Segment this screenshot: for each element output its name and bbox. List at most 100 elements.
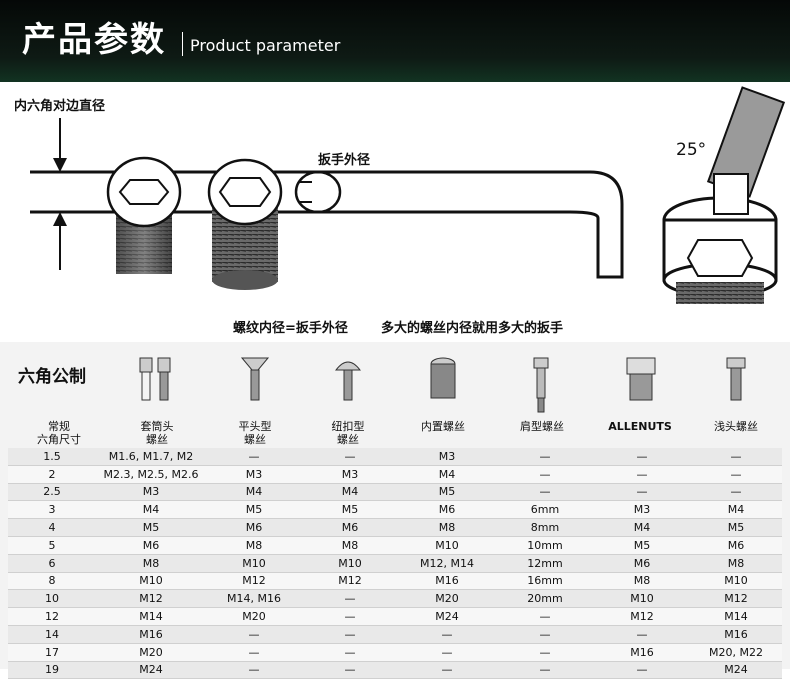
table-cell: — [594,661,690,679]
table-cell: M4 [206,483,302,502]
set-screw-icon [430,357,456,399]
table-cell: M10 [302,554,398,573]
table-cell: M8 [96,554,206,573]
metric-hex-spec-section: 六角公制 常规六角尺寸 套筒头螺丝 平头型螺丝 纽扣型螺丝 内置螺丝 肩型螺丝 … [0,342,790,679]
table-cell: M14 [690,607,782,626]
table-cell: — [496,465,594,484]
inner-hex-label: 内六角对边直径 [14,99,106,114]
table-cell: M6 [594,554,690,573]
table-cell: M12 [206,572,302,591]
table-cell: M10 [594,589,690,609]
table-cell: M14, M16 [206,589,302,609]
table-cell: — [690,465,782,484]
table-cell: — [206,661,302,679]
table-cell: — [398,625,496,644]
table-cell: M10 [206,554,302,573]
caption-thread-equals: 螺纹内径=扳手外径 [233,321,348,336]
socket-angle-illustration [662,86,786,304]
table-cell: M5 [594,536,690,555]
table-cell: — [302,607,398,626]
table-cell: — [206,643,302,662]
table-cell: 5 [8,536,96,555]
table-cell: M12 [594,607,690,626]
table-cell: M1.6, M1.7, M2 [96,448,206,466]
table-cell: M3 [206,465,302,484]
table-cell: M4 [302,483,398,502]
table-cell: M8 [398,518,496,537]
table-cell: 19 [8,661,96,679]
table-cell: M3 [302,465,398,484]
table-cell: — [496,483,594,502]
table-cell: — [594,448,690,466]
table-cell: 16mm [496,572,594,591]
col-head-low-head: 浅头螺丝 [714,420,758,433]
diagram-illustration [30,86,786,304]
table-cell: M5 [690,518,782,537]
table-cell: M4 [96,500,206,520]
button-head-screw-icon [334,361,362,401]
table-cell: M5 [302,500,398,520]
table-cell: M20 [206,607,302,626]
table-cell: — [496,607,594,626]
table-cell: — [398,661,496,679]
section-title: 六角公制 [18,367,86,387]
table-cell: M3 [398,448,496,466]
table-cell: 8 [8,572,96,591]
table-cell: M24 [398,607,496,626]
table-cell: 20mm [496,589,594,609]
table-cell: M2.3, M2.5, M2.6 [96,465,206,484]
table-cell: 17 [8,643,96,662]
shoulder-screw-icon [533,357,549,413]
table-cell: M8 [594,572,690,591]
caption-size-rule: 多大的螺丝内径就用多大的扳手 [381,321,564,336]
header-divider [182,32,183,56]
table-cell: 14 [8,625,96,644]
flat-head-screw-icon [240,357,270,401]
table-cell: M8 [690,554,782,573]
table-cell: 8mm [496,518,594,537]
table-cell: — [496,448,594,466]
col-head-allenuts: ALLENUTS [608,420,672,433]
table-cell: — [496,625,594,644]
page-subtitle: Product parameter [190,36,341,55]
col-head-button-head: 纽扣型螺丝 [331,420,365,446]
table-cell: — [594,465,690,484]
table-cell: M10 [398,536,496,555]
table-cell: M4 [594,518,690,537]
table-cell: M16 [594,643,690,662]
socket-cap-screw-icon [139,357,171,401]
col-head-shoulder: 肩型螺丝 [520,420,564,433]
table-cell: M14 [96,607,206,626]
table-cell: — [302,589,398,609]
table-cell: M12, M14 [398,554,496,573]
table-cell: 2 [8,465,96,484]
table-cell: M20, M22 [690,643,782,662]
low-head-screw-icon [726,357,746,401]
table-cell: M5 [398,483,496,502]
table-cell: M4 [690,500,782,520]
table-cell: — [496,661,594,679]
table-cell: 12mm [496,554,594,573]
table-cell: — [594,625,690,644]
table-cell: M6 [690,536,782,555]
table-cell: M16 [690,625,782,644]
table-cell: M24 [96,661,206,679]
table-cell: M6 [302,518,398,537]
table-cell: 10 [8,589,96,609]
col-head-set-screw: 内置螺丝 [421,420,465,433]
page-title: 产品参数 [22,20,166,60]
table-cell: M20 [398,589,496,609]
table-cell: 4 [8,518,96,537]
